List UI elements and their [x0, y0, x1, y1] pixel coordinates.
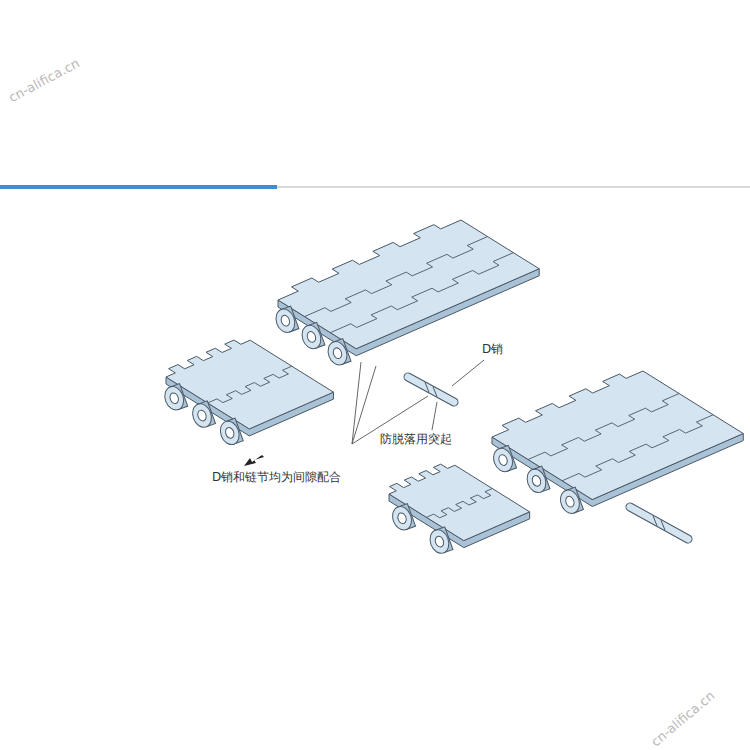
pin-hole — [497, 453, 508, 466]
knuckle-face — [162, 384, 187, 413]
pin-outline — [408, 377, 454, 402]
d-pins — [408, 377, 688, 539]
chain-modules — [162, 220, 744, 556]
pin-hole — [564, 495, 575, 508]
small-arrow — [244, 455, 264, 466]
watermark: cn-alifica.cn — [648, 688, 718, 750]
knuckle-face — [273, 306, 298, 335]
pin-hole — [332, 347, 343, 360]
link-joint — [562, 415, 713, 481]
pin-hole — [434, 535, 445, 548]
pin-hole — [396, 512, 407, 525]
link-joint — [330, 253, 513, 333]
chain-module — [389, 464, 530, 556]
knuckle-face — [427, 527, 452, 556]
plate-top — [492, 371, 743, 500]
anti-drop-bump — [661, 520, 665, 530]
plate-top — [166, 340, 333, 429]
leader-line — [352, 366, 376, 444]
plate-top — [389, 464, 530, 540]
knuckle — [217, 418, 243, 447]
leader-line — [432, 402, 437, 430]
anti-drop-bump — [425, 382, 429, 392]
chain-module — [490, 371, 743, 516]
anti-drop-bump — [433, 387, 437, 397]
rule-line — [0, 186, 750, 188]
knuckle-face — [217, 419, 242, 448]
knuckle-face — [490, 446, 515, 475]
knuckle — [557, 487, 583, 516]
knuckle-face — [325, 339, 350, 368]
part-label: D销 — [482, 342, 503, 356]
link-joint — [208, 366, 292, 403]
knuckle — [389, 504, 415, 533]
d-pin — [630, 507, 688, 539]
pin-body — [630, 507, 688, 539]
knuckle-face — [389, 504, 414, 533]
knuckle — [427, 527, 453, 556]
knuckle-face — [189, 401, 214, 430]
pin-hole — [280, 314, 291, 327]
pin-hole — [531, 474, 542, 487]
chain-module — [162, 340, 334, 447]
chain-module — [273, 220, 539, 368]
knuckle-face — [299, 323, 324, 352]
anti-drop-bump — [653, 516, 657, 526]
leader-line — [352, 362, 361, 444]
pin-outline — [630, 507, 688, 539]
knuckle — [162, 384, 188, 413]
watermark: cn-alifica.cn — [6, 55, 82, 105]
knuckle — [189, 401, 215, 430]
accent-bar — [0, 185, 277, 189]
leader-line — [452, 360, 484, 386]
knuckle — [524, 466, 550, 495]
knuckle-face — [557, 487, 582, 516]
note-label: D销和链节均为间隙配合 — [212, 470, 341, 484]
pin-hole — [169, 392, 180, 405]
part-label: 防脱落用突起 — [380, 432, 452, 446]
link-joint — [426, 489, 492, 518]
pin-hole — [306, 330, 317, 343]
knuckle-face — [524, 467, 549, 496]
link-joint — [305, 237, 488, 317]
d-pin — [408, 377, 454, 402]
knuckle — [273, 306, 299, 335]
link-joint — [528, 394, 679, 460]
pin-hole — [224, 426, 235, 439]
knuckle — [325, 339, 351, 368]
knuckle — [490, 445, 516, 474]
pin-hole — [196, 409, 207, 422]
knuckle — [299, 322, 325, 351]
pin-body — [408, 377, 454, 402]
leader-lines — [352, 360, 484, 444]
